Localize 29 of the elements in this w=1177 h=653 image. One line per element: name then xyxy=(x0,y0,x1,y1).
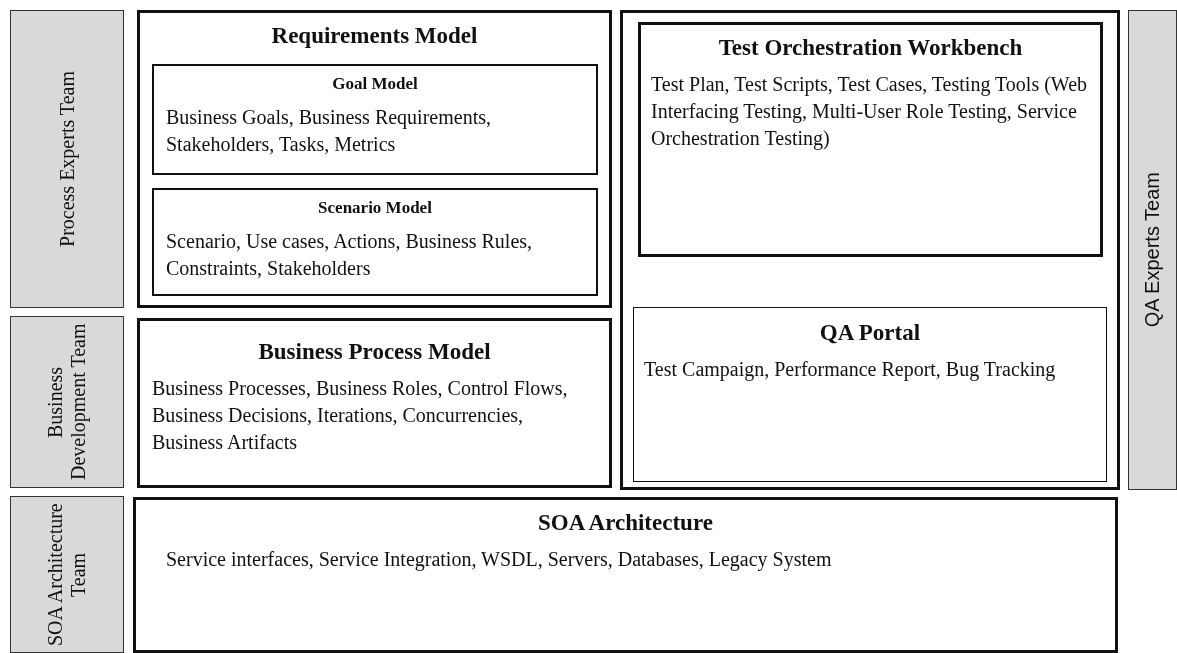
model-box xyxy=(137,318,612,488)
container-box xyxy=(620,10,1120,490)
box-heading: Goal Model xyxy=(331,74,419,94)
box-heading: Business Process Model xyxy=(257,339,492,365)
team-band xyxy=(10,496,124,653)
model-box xyxy=(638,22,1103,257)
box-heading: Requirements Model xyxy=(270,23,479,49)
model-box xyxy=(137,10,612,308)
team-band xyxy=(10,10,124,308)
model-box xyxy=(633,307,1107,482)
team-band xyxy=(10,316,124,488)
box-description: Test Plan, Test Scripts, Test Cases, Testing Tools (Web Interfacing Testing, Multi-User Role Testing, Service Orchestration Testing) xyxy=(651,72,1088,152)
team-label: Business Development Team xyxy=(44,322,90,483)
team-label: QA Experts Team xyxy=(1141,172,1164,328)
box-description: Scenario, Use cases, Actions, Business Rules, Constraints, Stakeholders xyxy=(166,229,534,281)
model-box xyxy=(152,188,598,296)
box-heading: Test Orchestration Workbench xyxy=(717,35,1024,61)
box-description: Test Campaign, Performance Report, Bug Tracking xyxy=(644,357,1057,383)
box-heading: Scenario Model xyxy=(317,198,433,218)
model-box xyxy=(133,497,1118,653)
team-label: Process Experts Team xyxy=(55,71,79,247)
box-description: Service interfaces, Service Integration, WSDL, Servers, Databases, Legacy System xyxy=(166,547,833,573)
team-band xyxy=(1128,10,1177,490)
box-heading: QA Portal xyxy=(818,320,922,346)
box-description: Business Processes, Business Roles, Control Flows, Business Decisions, Iterations, Concurrencies, Business Artifacts xyxy=(152,376,569,455)
team-label: SOA Architecture Team xyxy=(44,502,90,648)
model-box xyxy=(152,64,598,175)
box-heading: SOA Architecture xyxy=(537,510,714,536)
box-description: Business Goals, Business Requirements, Stakeholders, Tasks, Metrics xyxy=(166,105,492,157)
